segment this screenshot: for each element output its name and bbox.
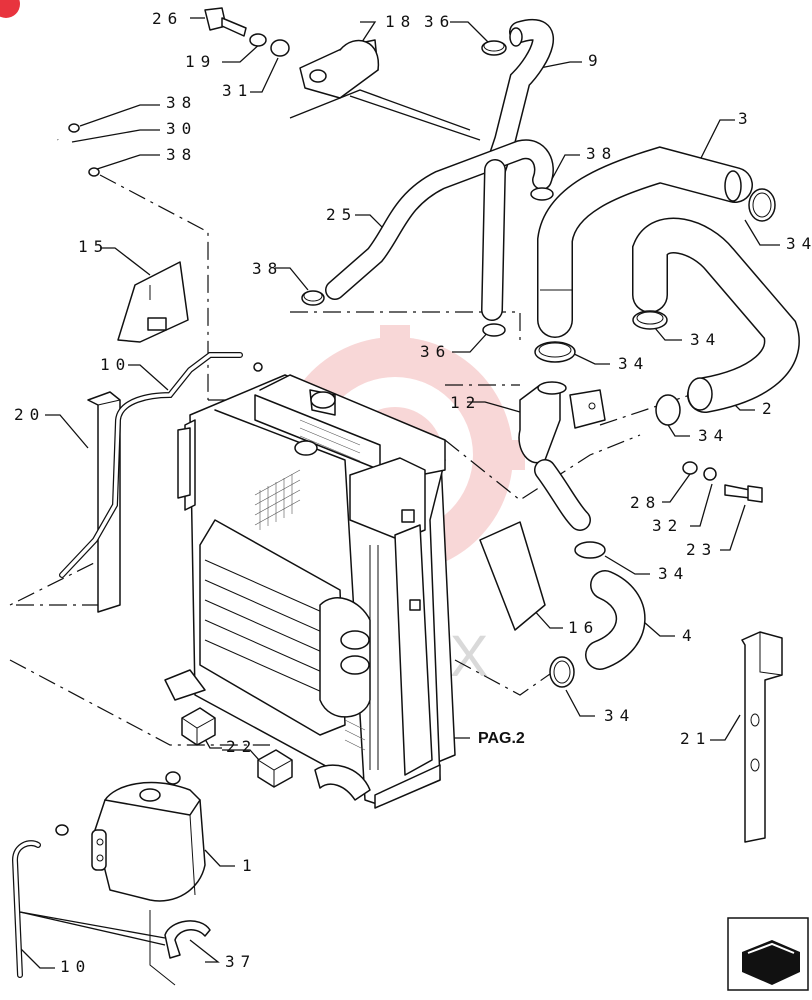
- next-page-icon[interactable]: [727, 917, 809, 991]
- bracket-15: [117, 261, 189, 343]
- clamp-34-top-right: [748, 188, 776, 222]
- clip-37: [164, 920, 211, 959]
- label-10-upper: 10: [100, 355, 131, 374]
- label-32: 32: [652, 516, 683, 535]
- post-20: [87, 391, 121, 613]
- washer-32: [703, 467, 717, 481]
- label-26: 26: [152, 9, 183, 28]
- expansion-tank-1: [91, 771, 206, 902]
- label-34-a: 34: [786, 234, 812, 253]
- hose-25: [325, 139, 554, 321]
- label-34-f: 34: [604, 706, 635, 725]
- hose-10-lower: [11, 824, 69, 978]
- label-21: 21: [680, 729, 711, 748]
- label-18: 18: [385, 12, 416, 31]
- callout-bracket: [149, 910, 176, 986]
- label-36-top: 36: [424, 12, 455, 31]
- mount-22-b: [257, 749, 293, 788]
- label-3: 3: [738, 109, 754, 128]
- label-28: 28: [630, 493, 661, 512]
- label-23: 23: [686, 540, 717, 559]
- label-38-left: 38: [252, 259, 283, 278]
- clamp-34-hose4-bottom: [549, 656, 575, 688]
- label-12: 12: [450, 393, 481, 412]
- label-34-b: 34: [690, 330, 721, 349]
- label-1: 1: [242, 856, 258, 875]
- washer-28: [682, 461, 698, 475]
- label-34-e: 34: [658, 564, 689, 583]
- page-reference: PAG.2: [478, 730, 525, 747]
- label-4: 4: [682, 626, 698, 645]
- label-15: 15: [78, 237, 109, 256]
- post-21: [741, 631, 783, 843]
- hose-4: [585, 570, 646, 670]
- clamp-36-low: [482, 323, 506, 337]
- washer-19: [249, 33, 267, 47]
- hose-2: [632, 217, 800, 413]
- label-34-c: 34: [618, 354, 649, 373]
- bracket-18: [299, 39, 380, 99]
- clamp-34-hose2-bottom: [655, 394, 681, 426]
- radiator-assembly: [164, 374, 456, 809]
- corner-badge: [0, 0, 20, 18]
- clamp-36-top: [481, 40, 507, 56]
- label-19: 19: [185, 52, 216, 71]
- clamp-34-hose2-top: [632, 310, 668, 330]
- label-10-lower: 10: [60, 957, 91, 976]
- label-38-upper: 38: [166, 93, 197, 112]
- pipe-12: [518, 381, 606, 531]
- clamp-34-hose4-top: [574, 541, 606, 559]
- label-2: 2: [762, 399, 778, 418]
- plate-16: [479, 521, 546, 631]
- label-9: 9: [588, 51, 604, 70]
- label-38-lower: 38: [166, 145, 197, 164]
- label-37: 37: [225, 952, 256, 971]
- hose-3: [537, 146, 753, 338]
- mount-22-a: [181, 707, 216, 746]
- label-25: 25: [326, 205, 357, 224]
- label-36-low: 36: [420, 342, 451, 361]
- hose-10-upper: [59, 352, 263, 578]
- label-30: 30: [166, 119, 197, 138]
- bolt-23: [724, 484, 763, 503]
- clamp-38-mid: [530, 187, 554, 201]
- label-34-d: 34: [698, 426, 729, 445]
- hose-30: [56, 123, 100, 177]
- clamp-38-left: [301, 290, 325, 306]
- label-38-mid: 38: [586, 144, 617, 163]
- label-22: 22: [226, 737, 257, 756]
- bolt-26: [204, 7, 247, 37]
- leader-lines: [19, 17, 780, 969]
- washer-31: [270, 39, 290, 57]
- label-20: 20: [14, 405, 45, 424]
- hose-9: [484, 18, 554, 181]
- label-31: 31: [222, 81, 253, 100]
- label-16: 16: [568, 618, 599, 637]
- callout-labels: 26 19 31 18 36 9 38 30 38 3 38 25 34 15 …: [14, 9, 812, 976]
- clamp-34-center: [534, 341, 576, 363]
